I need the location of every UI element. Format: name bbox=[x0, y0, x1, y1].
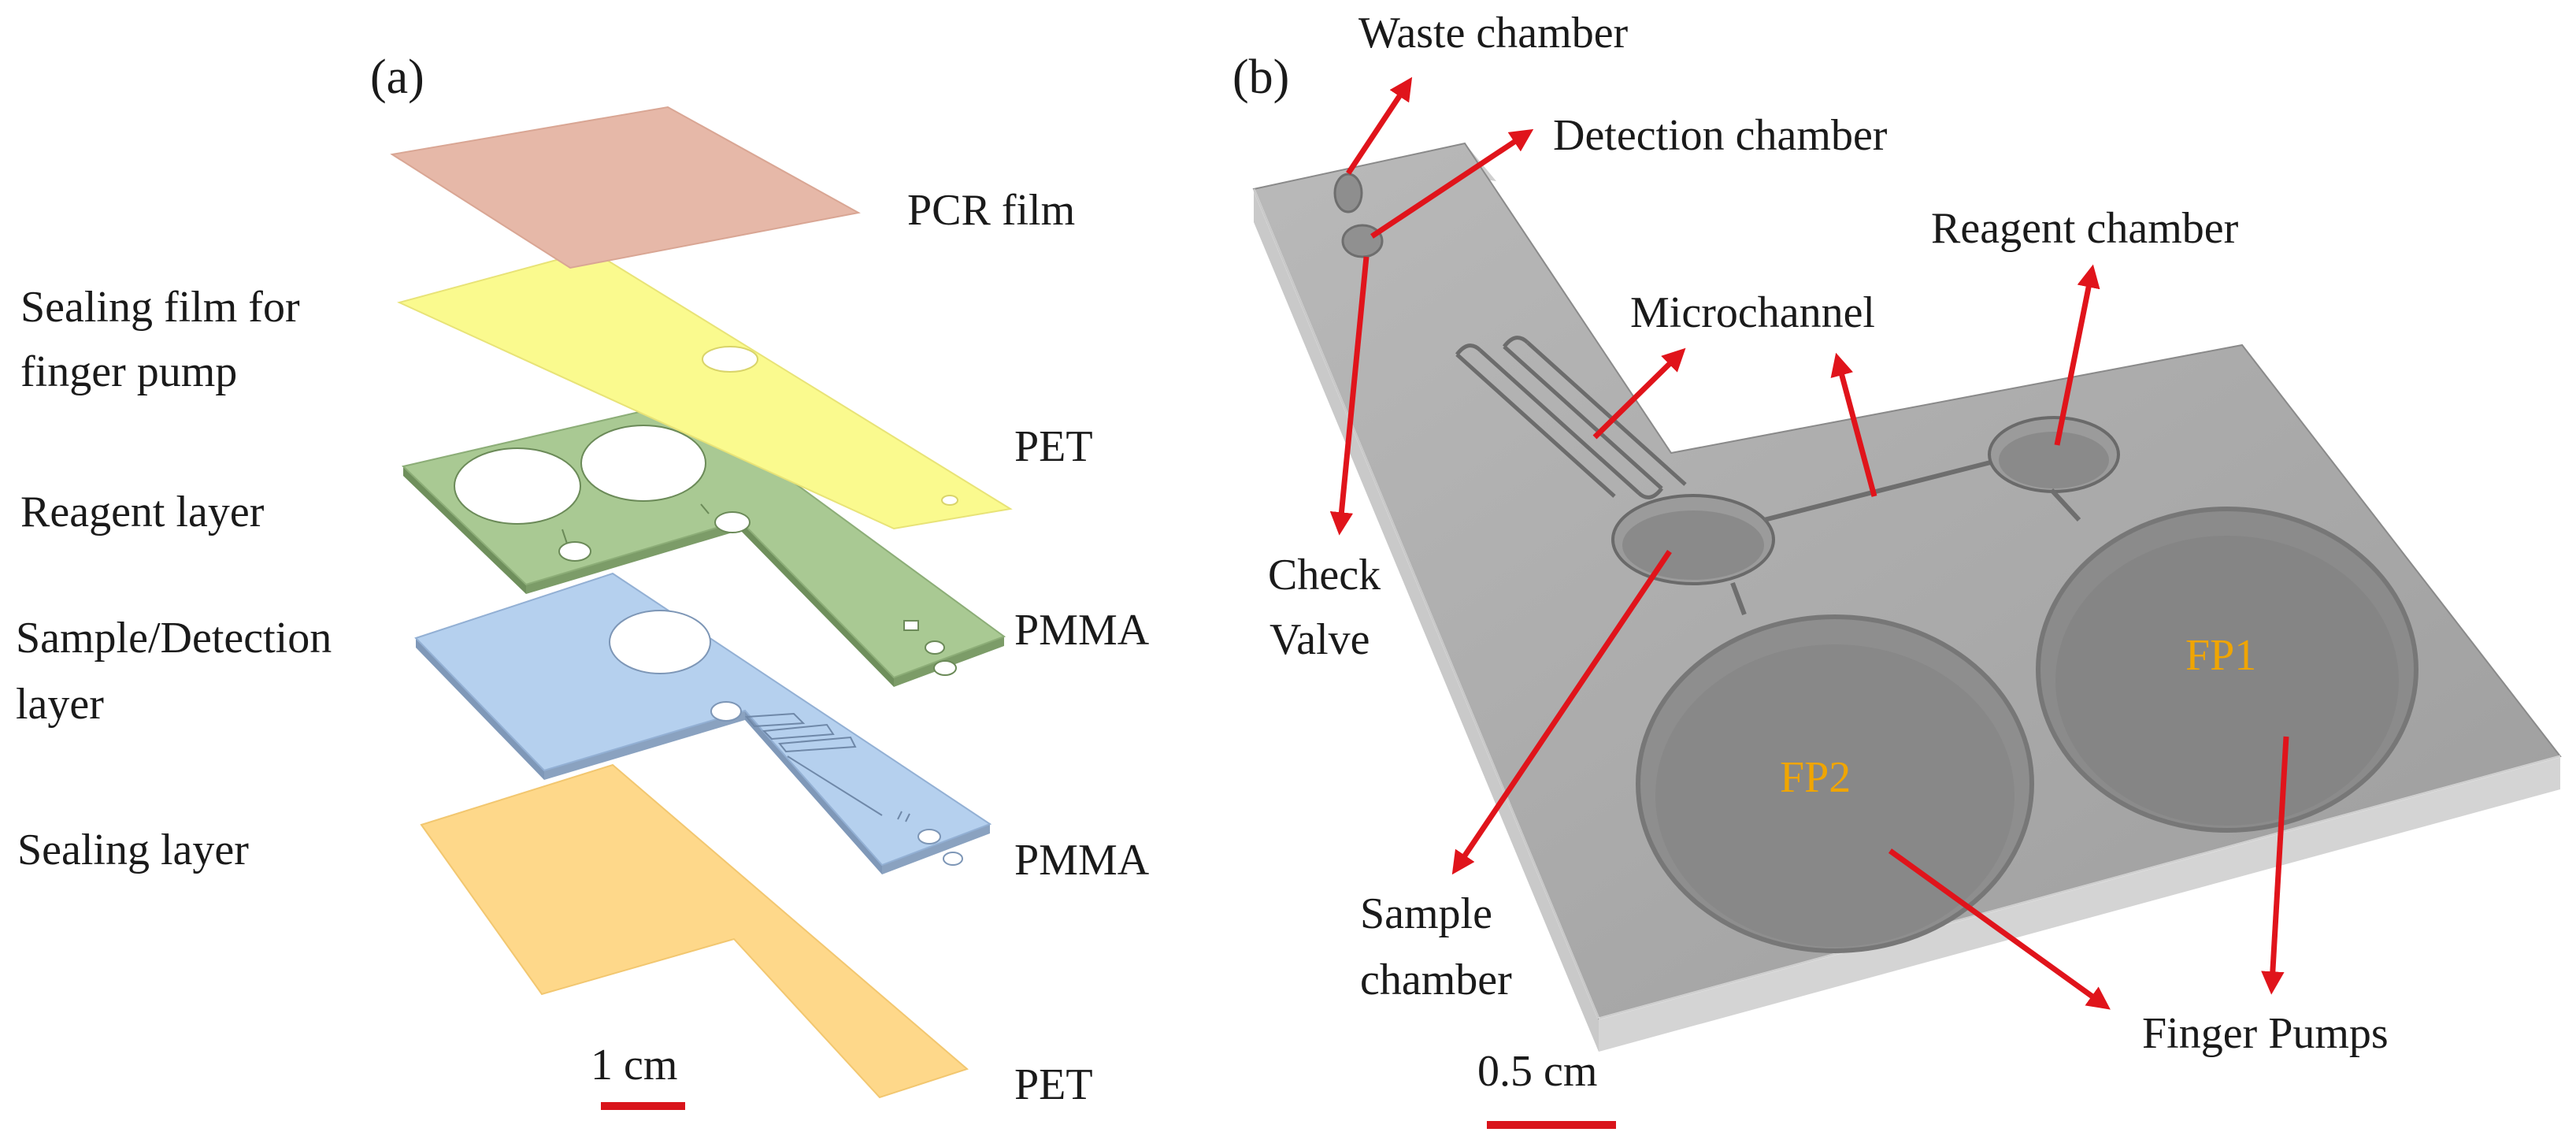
arrow-fp2 bbox=[1888, 848, 2111, 1010]
callout-sample-line2: chamber bbox=[1360, 956, 1512, 1004]
label-pmma-1: PMMA bbox=[1014, 606, 1150, 655]
arrow-fp1 bbox=[2261, 736, 2289, 995]
label-reagent-layer: Reagent layer bbox=[20, 488, 265, 536]
chip-left-side bbox=[1254, 189, 1599, 1052]
arrow-sample bbox=[1451, 550, 1672, 875]
arrow-waste bbox=[1346, 76, 1413, 175]
label-pet-top: PET bbox=[1014, 422, 1093, 471]
reagent-layer bbox=[401, 400, 1006, 687]
callout-waste: Waste chamber bbox=[1358, 9, 1629, 58]
arrow-check-valve bbox=[1329, 256, 1370, 536]
sealing-layer-sheet bbox=[420, 763, 969, 1099]
label-sealing-film-line2: finger pump bbox=[20, 347, 237, 396]
callout-finger-pumps: Finger Pumps bbox=[2142, 1009, 2389, 1058]
fp2-label: FP2 bbox=[1780, 753, 1851, 802]
callout-check-valve-line2: Valve bbox=[1269, 615, 1370, 664]
label-sealing-film-line1: Sealing film for bbox=[20, 283, 300, 332]
label-sample-detection-line1: Sample/Detection bbox=[16, 614, 332, 663]
label-pet-bottom: PET bbox=[1014, 1060, 1093, 1109]
callout-microchannel: Microchannel bbox=[1630, 288, 1875, 337]
panel-b: (b) FP1 FP2 bbox=[1232, 9, 2562, 1129]
arrow-microchannel-2 bbox=[1830, 352, 1877, 497]
serpentine-channel bbox=[1455, 336, 1687, 499]
label-pmma-2: PMMA bbox=[1014, 836, 1150, 885]
panel-b-label: (b) bbox=[1232, 50, 1289, 104]
fp1-label: FP1 bbox=[2185, 631, 2256, 680]
arrow-microchannel-1 bbox=[1592, 347, 1686, 440]
panel-a-label: (a) bbox=[370, 50, 424, 104]
arrow-reagent bbox=[2054, 264, 2100, 446]
callout-detection: Detection chamber bbox=[1553, 111, 1888, 160]
label-sealing-layer: Sealing layer bbox=[17, 826, 249, 874]
sample-detection-layer bbox=[414, 572, 992, 874]
callout-sample-line1: Sample bbox=[1360, 889, 1492, 938]
sealing-film-sheet bbox=[397, 249, 1013, 530]
pcr-film-sheet bbox=[390, 106, 861, 269]
callout-reagent: Reagent chamber bbox=[1931, 204, 2239, 253]
waste-chamber bbox=[1333, 173, 1363, 213]
microchannel bbox=[1763, 455, 2013, 522]
chip-front-side bbox=[1599, 756, 2560, 1052]
label-sample-detection-line2: layer bbox=[16, 680, 104, 729]
scale-bar-label-a: 1 cm bbox=[591, 1041, 677, 1089]
label-pcr-film: PCR film bbox=[907, 186, 1075, 235]
arrow-detection bbox=[1370, 128, 1534, 239]
callout-check-valve-line1: Check bbox=[1268, 551, 1381, 599]
panel-a: (a) bbox=[16, 50, 1150, 1110]
scale-bar-label-b: 0.5 cm bbox=[1477, 1047, 1597, 1096]
detection-chamber bbox=[1341, 224, 1384, 258]
callout-arrows bbox=[1329, 76, 2289, 1010]
